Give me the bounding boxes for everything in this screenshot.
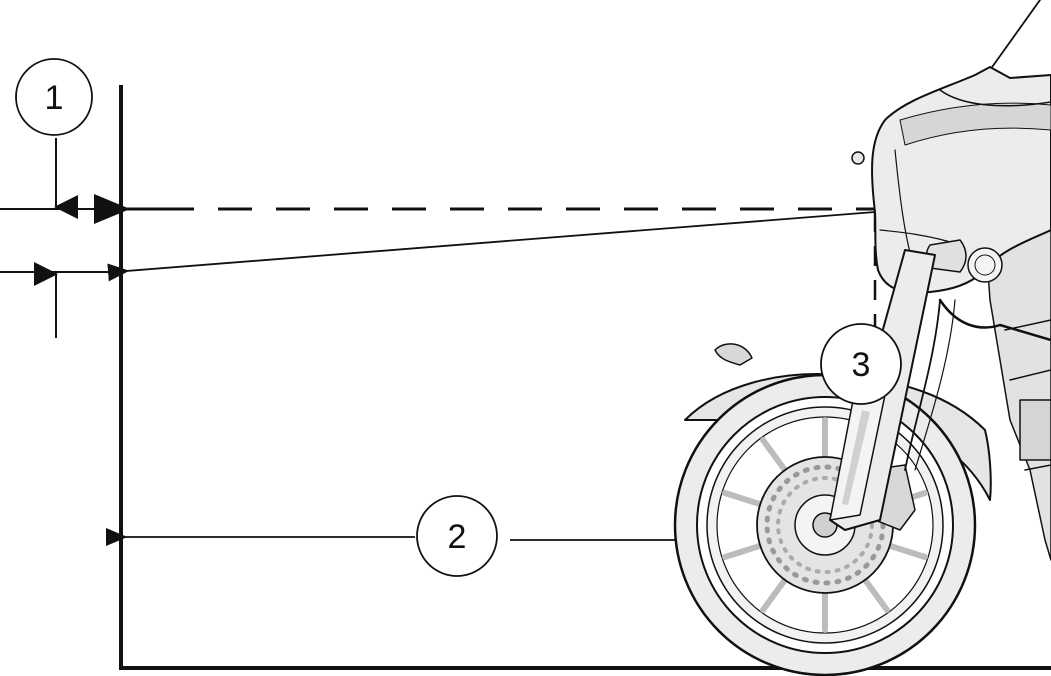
motorcycle-illustration — [673, 0, 1051, 676]
windshield-trim — [939, 89, 1051, 107]
callout-3: 3 — [820, 323, 902, 405]
emblem-inner — [974, 254, 996, 276]
crash-bar — [938, 298, 1051, 342]
antenna — [989, 0, 1041, 71]
brake-line — [904, 299, 941, 471]
fork-slider-highlight — [842, 410, 870, 505]
fairing-shading — [899, 102, 1051, 146]
beam-line — [107, 211, 876, 282]
callout-2-label: 2 — [448, 518, 467, 556]
brake-line-2 — [914, 299, 956, 471]
mirror-knob — [851, 151, 865, 165]
callout-1-label: 1 — [45, 79, 64, 117]
brake-disc-holes-inner — [776, 476, 874, 574]
engine-detail — [1004, 319, 1051, 471]
engine-block — [1019, 399, 1051, 461]
callout-1: 1 — [15, 58, 93, 136]
brake-disc-holes — [764, 464, 886, 586]
callout-2: 2 — [416, 495, 498, 577]
emblem-icon — [967, 247, 1003, 283]
callout-3-label: 3 — [852, 346, 871, 384]
fender-lamp — [714, 343, 753, 366]
